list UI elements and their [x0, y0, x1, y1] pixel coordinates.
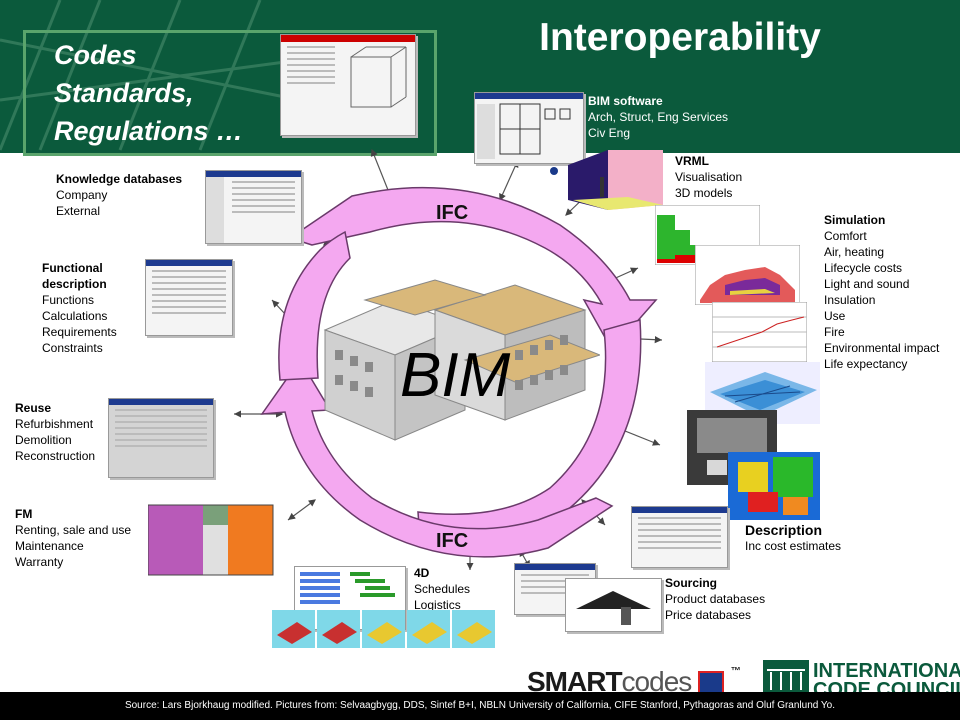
fm-item: Renting, sale and use	[15, 523, 132, 537]
bim-software-item: Arch, Struct, Eng Services	[588, 110, 729, 124]
footer-bar	[0, 692, 960, 720]
simulation-item: Environmental impact	[824, 341, 940, 355]
reuse-thumbnail	[108, 398, 214, 478]
codes-standards-label: Codes Standards, Regulations …	[54, 36, 243, 150]
smartcodes-smart-text: SMART	[527, 666, 623, 697]
knowledge-item: Company	[56, 188, 108, 202]
knowledge-title: Knowledge databases	[56, 172, 183, 186]
icc-line-1: INTERNATIONAL	[813, 660, 960, 682]
vrml-item: Visualisation	[675, 170, 743, 184]
reuse-item: Refurbishment	[15, 417, 94, 431]
reuse-title: Reuse	[15, 401, 52, 415]
4d-item: Logistics	[414, 598, 461, 612]
vrml-3d-thumbnail	[550, 150, 663, 210]
sourcing-title: Sourcing	[665, 576, 718, 590]
codes-line-3: Regulations …	[54, 116, 244, 146]
simulation-item: Light and sound	[824, 277, 910, 291]
fm-label: FM Renting, sale and use Maintenance War…	[15, 506, 131, 570]
fm-floorplan-thumbnail	[148, 504, 274, 576]
knowledge-thumbnail	[205, 170, 302, 244]
sourcing-thumbnail-2	[565, 578, 662, 632]
bim-building-icon	[323, 279, 600, 441]
source-credit: Source: Lars Bjorkhaug modified. Picture…	[124, 700, 836, 711]
bim-software-title: BIM software	[588, 94, 663, 108]
bim-software-thumbnail	[474, 92, 584, 164]
vrml-title: VRML	[675, 154, 709, 168]
drawing-icon	[350, 46, 407, 108]
4d-sequence-thumbnails	[272, 610, 495, 648]
description-thumbnail	[631, 506, 728, 568]
4d-item: Schedules	[414, 582, 471, 596]
fm-item: Maintenance	[15, 539, 84, 553]
simulation-item: Insulation	[824, 293, 876, 307]
description-item: Inc cost estimates	[745, 539, 842, 553]
simulation-item: Life expectancy	[824, 357, 908, 371]
thermal-image-thumbnail	[728, 452, 820, 520]
functional-item: Calculations	[42, 309, 108, 323]
knowledge-item: External	[56, 204, 101, 218]
smartcodes-tm: ™	[730, 666, 741, 677]
sourcing-item: Product databases	[665, 592, 766, 606]
simulation-item: Lifecycle costs	[824, 261, 903, 275]
bim-software-item: Civ Eng	[588, 126, 631, 140]
page-title: Interoperability	[539, 16, 821, 59]
ifc-arrow-left	[278, 230, 351, 381]
vrml-item: 3D models	[675, 186, 733, 200]
simulation-chart-thumbnail-3	[712, 302, 807, 362]
codes-frame	[23, 30, 437, 156]
icc-emblem-icon	[763, 660, 809, 692]
simulation-item: Air, heating	[824, 245, 885, 259]
functional-item: Functions	[42, 293, 95, 307]
reuse-item: Demolition	[15, 433, 72, 447]
4d-label: 4D Schedules Logistics	[414, 565, 470, 613]
simulation-item: Comfort	[824, 229, 867, 243]
functional-label: Functional description Functions Calcula…	[42, 260, 117, 356]
simulation-label: Simulation Comfort Air, heating Lifecycl…	[824, 212, 939, 372]
codes-document-thumbnail	[280, 34, 416, 136]
smartcodes-codes-text: codes	[621, 666, 693, 697]
simulation-title: Simulation	[824, 213, 886, 227]
ifc-arrow-top	[288, 186, 658, 352]
vrml-label: VRML Visualisation 3D models	[675, 153, 742, 201]
ifc-label-top: IFC	[436, 202, 469, 224]
4d-title: 4D	[414, 566, 430, 580]
sourcing-item: Price databases	[665, 608, 752, 622]
description-title: Description	[745, 522, 823, 538]
smartcodes-logo: SMARTcodes ™	[527, 666, 741, 698]
simulation-item: Use	[824, 309, 846, 323]
functional-item: Requirements	[42, 325, 117, 339]
bim-software-label: BIM software Arch, Struct, Eng Services …	[588, 93, 728, 141]
functional-item: Constraints	[42, 341, 103, 355]
codes-line-2: Standards,	[54, 78, 194, 108]
header-decoration	[0, 0, 300, 151]
fm-item: Warranty	[15, 555, 64, 569]
reuse-label: Reuse Refurbishment Demolition Reconstru…	[15, 400, 95, 464]
reuse-item: Reconstruction	[15, 449, 96, 463]
bim-label: BIM	[400, 341, 511, 410]
ifc-arrow-bottom	[260, 358, 614, 558]
fm-title: FM	[15, 507, 33, 521]
functional-thumbnail	[145, 259, 233, 336]
functional-title-line2: description	[42, 277, 107, 291]
simulation-chart-thumbnail-2	[695, 245, 800, 305]
sourcing-label: Sourcing Product databases Price databas…	[665, 575, 765, 623]
codes-line-1: Codes	[54, 40, 137, 70]
functional-title-line1: Functional	[42, 261, 103, 275]
simulation-item: Fire	[824, 325, 845, 339]
knowledge-label: Knowledge databases Company External	[56, 171, 182, 219]
description-label: Description Inc cost estimates	[745, 522, 841, 554]
ifc-label-bottom: IFC	[436, 530, 469, 552]
